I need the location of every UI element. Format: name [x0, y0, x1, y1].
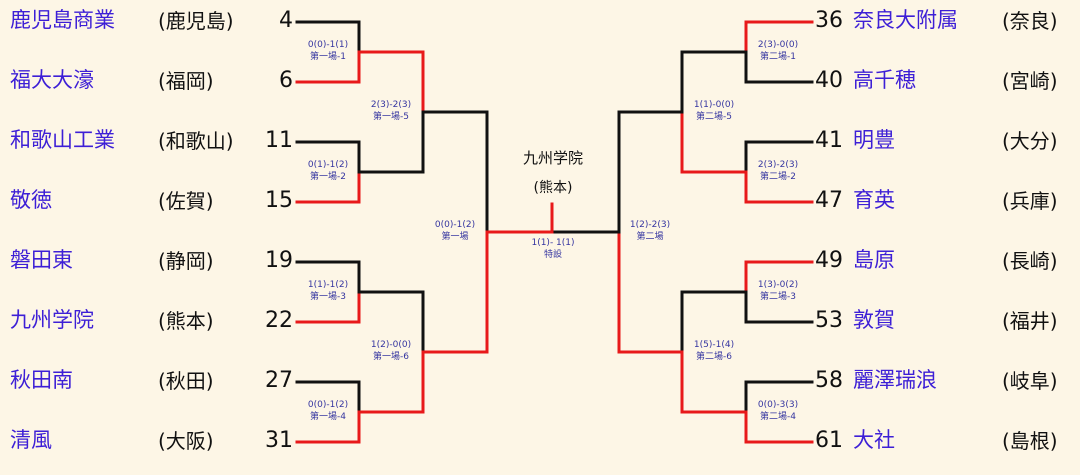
right-r1-score-1: 2(3)-0(0) 第二場-1	[723, 39, 833, 63]
left-team-prefecture-5: (静岡)	[158, 249, 214, 273]
right-team-prefecture-1: (奈良)	[1002, 9, 1058, 33]
left-r2-score-2-text: 1(2)-0(0)	[370, 340, 412, 350]
left-team-name-6: 九州学院	[10, 308, 94, 332]
right-team-name-4: 育英	[853, 188, 895, 212]
right-team-prefecture-4: (兵庫)	[1002, 189, 1058, 213]
right-r2-score-2: 1(5)-1(4) 第二場-6	[659, 339, 769, 363]
left-team-prefecture-1: (鹿児島)	[158, 9, 234, 33]
final-venue: 特設	[543, 250, 562, 260]
left-team-name-4: 敬徳	[10, 188, 52, 212]
left-team-prefecture-7: (秋田)	[158, 369, 214, 393]
right-semi-score-venue: 第二場	[636, 232, 664, 242]
right-team-name-8: 大社	[853, 428, 895, 452]
right-team-prefecture-2: (宮崎)	[1002, 69, 1058, 93]
right-r2-score-1: 1(1)-0(0) 第二場-5	[659, 99, 769, 123]
left-r1-score-1-venue: 第一場-1	[310, 52, 346, 62]
left-team-prefecture-6: (熊本)	[158, 309, 214, 333]
left-r2-score-2: 1(2)-0(0) 第一場-6	[336, 339, 446, 363]
right-team-seed-3: 41	[815, 128, 843, 153]
right-team-prefecture-8: (島根)	[1002, 429, 1058, 453]
right-team-seed-2: 40	[815, 68, 843, 93]
left-team-name-2: 福大大濠	[10, 68, 94, 92]
left-team-name-3: 和歌山工業	[10, 128, 115, 152]
left-r1-score-3-venue: 第一場-3	[310, 292, 346, 302]
left-team-seed-2: 6	[279, 68, 293, 93]
left-r1-score-1-text: 0(0)-1(1)	[307, 40, 349, 50]
right-r1-score-3: 1(3)-0(2) 第二場-3	[723, 279, 833, 303]
right-team-prefecture-3: (大分)	[1002, 129, 1058, 153]
right-team-prefecture-6: (福井)	[1002, 309, 1058, 333]
left-semi-score-text: 0(0)-1(2)	[434, 220, 476, 230]
left-team-seed-6: 22	[265, 308, 293, 333]
right-team-seed-6: 53	[815, 308, 843, 333]
left-team-name-1: 鹿児島商業	[10, 8, 115, 32]
left-team-seed-8: 31	[265, 428, 293, 453]
left-r1-score-3: 1(1)-1(2) 第一場-3	[273, 279, 383, 303]
right-team-seed-4: 47	[815, 188, 843, 213]
left-team-name-7: 秋田南	[10, 368, 73, 392]
left-r1-score-2-text: 0(1)-1(2)	[307, 160, 349, 170]
champion-prefecture: (熊本)	[533, 180, 573, 196]
left-team-prefecture-4: (佐賀)	[158, 189, 214, 213]
right-r2-score-2-venue: 第二場-6	[696, 352, 732, 362]
right-team-prefecture-5: (長崎)	[1002, 249, 1058, 273]
left-team-seed-7: 27	[265, 368, 293, 393]
right-r2-score-1-venue: 第二場-5	[696, 112, 732, 122]
right-semi-score-text: 1(2)-2(3)	[629, 220, 671, 230]
left-r1-score-4-text: 0(0)-1(2)	[307, 400, 349, 410]
left-semi-score: 0(0)-1(2) 第一場	[400, 219, 510, 243]
final-score-text: 1(1)- 1(1)	[531, 238, 575, 248]
left-team-seed-4: 15	[265, 188, 293, 213]
right-r1-score-2-venue: 第二場-2	[760, 172, 796, 182]
left-team-name-5: 磐田東	[10, 248, 73, 272]
right-r1-score-4-text: 0(0)-3(3)	[757, 400, 799, 410]
left-team-prefecture-3: (和歌山)	[158, 129, 234, 153]
left-team-seed-3: 11	[265, 128, 293, 153]
right-team-seed-7: 58	[815, 368, 843, 393]
left-team-seed-1: 4	[279, 8, 293, 33]
right-r1-score-2: 2(3)-2(3) 第二場-2	[723, 159, 833, 183]
right-team-name-5: 島原	[853, 248, 895, 272]
final-score: 1(1)- 1(1) 特設	[498, 237, 608, 261]
left-team-seed-5: 19	[265, 248, 293, 273]
right-r2-score-2-text: 1(5)-1(4)	[693, 340, 735, 350]
champion-name: 九州学院	[522, 149, 583, 167]
left-r1-score-1: 0(0)-1(1) 第一場-1	[273, 39, 383, 63]
right-r1-score-1-text: 2(3)-0(0)	[757, 40, 799, 50]
right-r1-score-2-text: 2(3)-2(3)	[757, 160, 799, 170]
left-r1-score-4: 0(0)-1(2) 第一場-4	[273, 399, 383, 423]
right-team-name-7: 麗澤瑞浪	[853, 368, 937, 392]
right-team-seed-8: 61	[815, 428, 843, 453]
left-r1-score-4-venue: 第一場-4	[310, 412, 346, 422]
right-r1-score-3-venue: 第二場-3	[760, 292, 796, 302]
left-r1-score-3-text: 1(1)-1(2)	[307, 280, 349, 290]
left-r1-score-2: 0(1)-1(2) 第一場-2	[273, 159, 383, 183]
left-team-prefecture-8: (大阪)	[158, 429, 214, 453]
right-team-name-6: 敦賀	[853, 308, 895, 332]
right-r1-score-3-text: 1(3)-0(2)	[757, 280, 799, 290]
right-team-prefecture-7: (岐阜)	[1002, 369, 1058, 393]
left-team-prefecture-2: (福岡)	[158, 69, 214, 93]
left-team-name-8: 清風	[10, 428, 52, 452]
left-r2-score-1-venue: 第一場-5	[373, 112, 409, 122]
left-r1-score-2-venue: 第一場-2	[310, 172, 346, 182]
right-r1-score-4-venue: 第二場-4	[760, 412, 796, 422]
left-r2-score-1-text: 2(3)-2(3)	[370, 100, 412, 110]
right-r1-score-1-venue: 第二場-1	[760, 52, 796, 62]
right-semi-score: 1(2)-2(3) 第二場	[595, 219, 705, 243]
right-team-name-2: 高千穂	[853, 68, 916, 92]
left-r2-score-1: 2(3)-2(3) 第一場-5	[336, 99, 446, 123]
right-team-name-3: 明豊	[853, 128, 895, 152]
right-team-seed-5: 49	[815, 248, 843, 273]
right-r1-score-4: 0(0)-3(3) 第二場-4	[723, 399, 833, 423]
right-team-name-1: 奈良大附属	[853, 8, 958, 32]
right-r2-score-1-text: 1(1)-0(0)	[693, 100, 735, 110]
left-r2-score-2-venue: 第一場-6	[373, 352, 409, 362]
left-semi-score-venue: 第一場	[441, 232, 469, 242]
right-team-seed-1: 36	[815, 8, 843, 33]
